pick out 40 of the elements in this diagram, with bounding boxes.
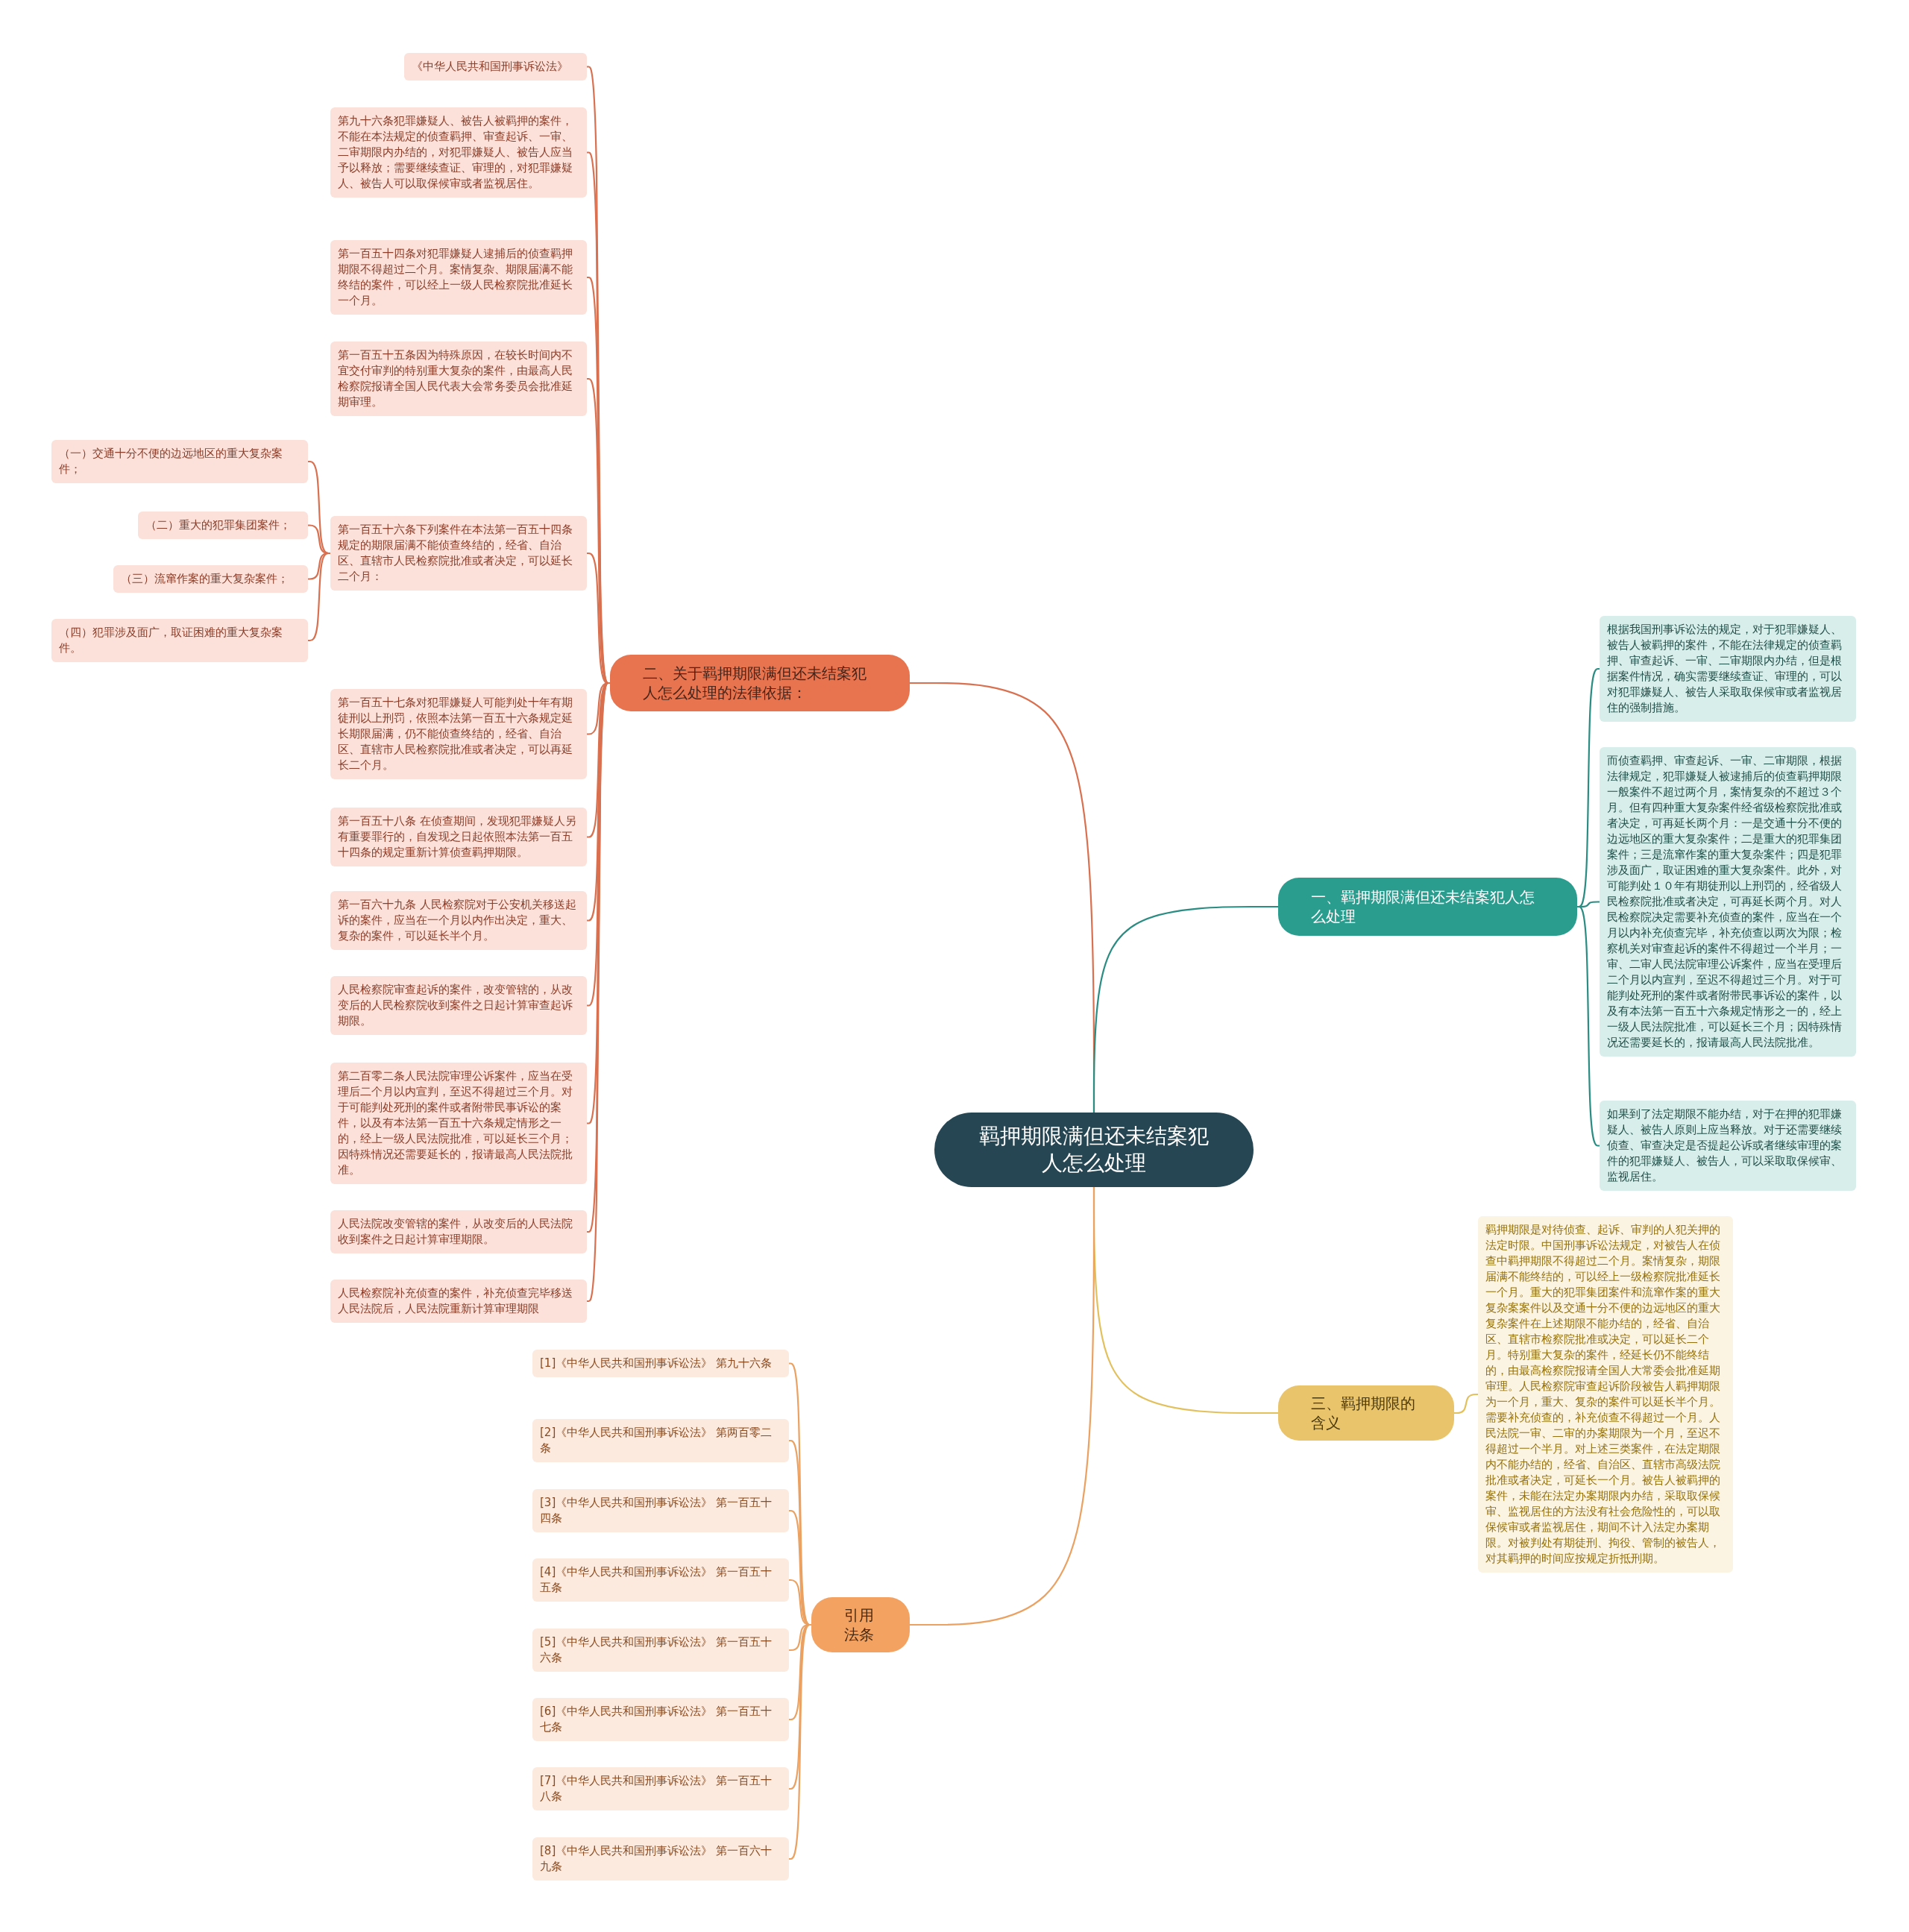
subtopic-card: [4]《中华人民共和国刑事诉讼法》 第一百五十五条 [532,1558,789,1602]
subtopic-card: （二）重大的犯罪集团案件； [138,512,308,539]
subtopic-card: 人民检察院补充侦查的案件，补充侦查完毕移送人民法院后，人民法院重新计算审理期限 [330,1280,587,1323]
subtopic-card: （三）流窜作案的重大复杂案件； [113,565,308,593]
subtopic-card: 第一百五十六条下列案件在本法第一百五十四条规定的期限届满不能侦查终结的，经省、自治区、直辖市人民检察院批准或者决定，可以延长二个月： [330,516,587,591]
subtopic-card: 如果到了法定期限不能办结，对于在押的犯罪嫌疑人、被告人原则上应当释放。对于还需要继续侦查、审查决定是否提起公诉或者继续审理的案件的犯罪嫌疑人、被告人，可以采取取保候审、监视居住。 [1600,1101,1856,1191]
subtopic-card: 人民法院改变管辖的案件，从改变后的人民法院收到案件之日起计算审理期限。 [330,1210,587,1253]
connector-line [910,1187,1095,1626]
connector-line [1576,905,1600,1147]
branch-topic: 二、关于羁押期限满但还未结案犯人怎么处理的法律依据： [610,655,910,711]
subtopic-card: [5]《中华人民共和国刑事诉讼法》 第一百五十六条 [532,1628,789,1672]
connector-line [788,1623,812,1860]
subtopic-card: [8]《中华人民共和国刑事诉讼法》 第一百六十九条 [532,1837,789,1881]
subtopic-card: 《中华人民共和国刑事诉讼法》 [404,53,587,81]
subtopic-card: 而侦查羁押、审查起诉、一审、二审期限，根据法律规定，犯罪嫌疑人被逮捕后的侦查羁押期限一般案件不超过两个月，案情复杂的不超过３个月。但有四种重大复杂案件经省级检察院批准或者决定，可再延长两个月：一是交通十分不便的边远地区的重大复杂案件；二是重大的犯罪集团案件；三是流窜作案的重大复杂案件；四是犯罪涉及面广，取证困难的重大复杂案件。此外，对可能判处１０年有期徒刑以上刑罚的，经省级人民检察院批准或者决定，可再延长两个月。对人民检察院决定需要补充侦查的案件，应当在一个月以内补充侦查完毕，补充侦查以两次为限；检察机关对审查起诉的案件不得超过一个半月；一审、二审人民法院审理公诉案件，应当在受理后二个月以内宣判，至迟不得超过三个月。对于可能判处死刑的案件或者附带民事诉讼的案件，以及有本法第一百五十六条规定情形之一的，经上一级人民法院批准，可以延长三个月；因特殊情况还需要延长的，报请最高人民法院批准。 [1600,747,1856,1057]
subtopic-card: 根据我国刑事诉讼法的规定，对于犯罪嫌疑人、被告人被羁押的案件，不能在法律规定的侦查羁押、审查起诉、一审、二审期限内办结，但是根据案件情况，确实需要继续查证、审理的，可以对犯罪嫌疑人、被告人采取取保候审或者监视居住的强制措施。 [1600,616,1856,722]
subtopic-card: [7]《中华人民共和国刑事诉讼法》 第一百五十八条 [532,1767,789,1811]
subtopic-card: 羁押期限是对待侦查、起诉、审判的人犯关押的法定时限。中国刑事诉讼法规定，对被告人在侦查中羁押期限不得超过二个月。案情复杂，期限届满不能终结的，可以经上一级检察院批准延长一个月。重大的犯罪集团案件和流窜作案的重大复杂案案件以及交通十分不便的边远地区的重大复杂案件在上述期限不能办结的，经省、自治区、直辖市检察院批准或决定，可以延长二个月。特别重大复杂的案件，经延长仍不能终结的，由最高检察院报请全国人大常委会批准延期审理。人民检察院审查起诉阶段被告人羁押期限为一个月，重大、复杂的案件可以延长半个月。需要补充侦查的，补充侦查不得超过一个月。人民法院一审、二审的办案期限为一个月，至迟不得超过一个半月。对上述三类案件，在法定期限内不能办结的，经省、自治区、直辖市高级法院批准或者决定，可延长一个月。被告人被羁押的案件，未能在法定办案期限内办结，采取取保候审、监视居住的方法没有社会危险性的，可以取保候审或者监视居住，期间不计入法定办案期限。对被判处有期徒刑、拘役、管制的被告人，对其羁押的时间应按规定折抵刑期。 [1478,1216,1733,1573]
subtopic-card: （四）犯罪涉及面广，取证困难的重大复杂案件。 [51,619,308,662]
subtopic-card: 第一百五十四条对犯罪嫌疑人逮捕后的侦查羁押期限不得超过二个月。案情复杂、期限届满不能终结的案件，可以经上一级人民检察院批准延长一个月。 [330,240,587,315]
subtopic-card: 人民检察院审查起诉的案件，改变管辖的，从改变后的人民检察院收到案件之日起计算审查起诉期限。 [330,976,587,1035]
subtopic-card: 第九十六条犯罪嫌疑人、被告人被羁押的案件，不能在本法规定的侦查羁押、审查起诉、一审、二审期限内办结的，对犯罪嫌疑人、被告人应当予以释放；需要继续查证、审理的，对犯罪嫌疑人、被告人可以取保候审或者监视居住。 [330,107,587,198]
subtopic-card: 第二百零二条人民法院审理公诉案件，应当在受理后二个月以内宣判，至迟不得超过三个月。对于可能判处死刑的案件或者附带民事诉讼的案件，以及有本法第一百五十六条规定情形之一的，经上一级人民法院批准，可以延长三个月；因特殊情况还需要延长的，报请最高人民法院批准。 [330,1063,587,1184]
subtopic-card: 第一百六十九条 人民检察院对于公安机关移送起诉的案件，应当在一个月以内作出决定，重大、复杂的案件，可以延长半个月。 [330,891,587,950]
subtopic-card: [6]《中华人民共和国刑事诉讼法》 第一百五十七条 [532,1698,789,1741]
subtopic-card: [3]《中华人民共和国刑事诉讼法》 第一百五十四条 [532,1488,789,1532]
subtopic-card: [1]《中华人民共和国刑事诉讼法》 第九十六条 [532,1350,789,1377]
connector-line [1454,1393,1478,1415]
subtopic-card: 第一百五十八条 在侦查期间，发现犯罪嫌疑人另有重要罪行的，自发现之日起依照本法第一百五十四条的规定重新计算侦查羁押期限。 [330,808,587,866]
connector-line [789,1439,811,1626]
central-topic: 羁押期限满但还未结案犯人怎么处理 [934,1113,1254,1187]
branch-topic: 引用法条 [811,1597,910,1652]
connector-line [308,552,330,642]
subtopic-card: 第一百五十七条对犯罪嫌疑人可能判处十年有期徒刑以上刑罚，依照本法第一百五十六条规定延长期限届满，仍不能侦查终结的，经省、自治区、直辖市人民检察院批准或者决定，可以再延长二个月。 [330,689,587,779]
subtopic-card: 第一百五十五条因为特殊原因，在较长时间内不宜交付审判的特别重大复杂的案件，由最高人民检察院报请全国人民代表大会常务委员会批准延期审理。 [330,342,587,416]
connector-line [1092,905,1278,1113]
subtopic-card: [2]《中华人民共和国刑事诉讼法》 第两百零二条 [532,1419,789,1463]
branch-topic: 三、羁押期限的含义 [1278,1385,1454,1441]
subtopic-card: （一）交通十分不便的边远地区的重大复杂案件； [51,440,308,483]
branch-topic: 一、羁押期限满但还未结案犯人怎么处理 [1278,878,1577,936]
